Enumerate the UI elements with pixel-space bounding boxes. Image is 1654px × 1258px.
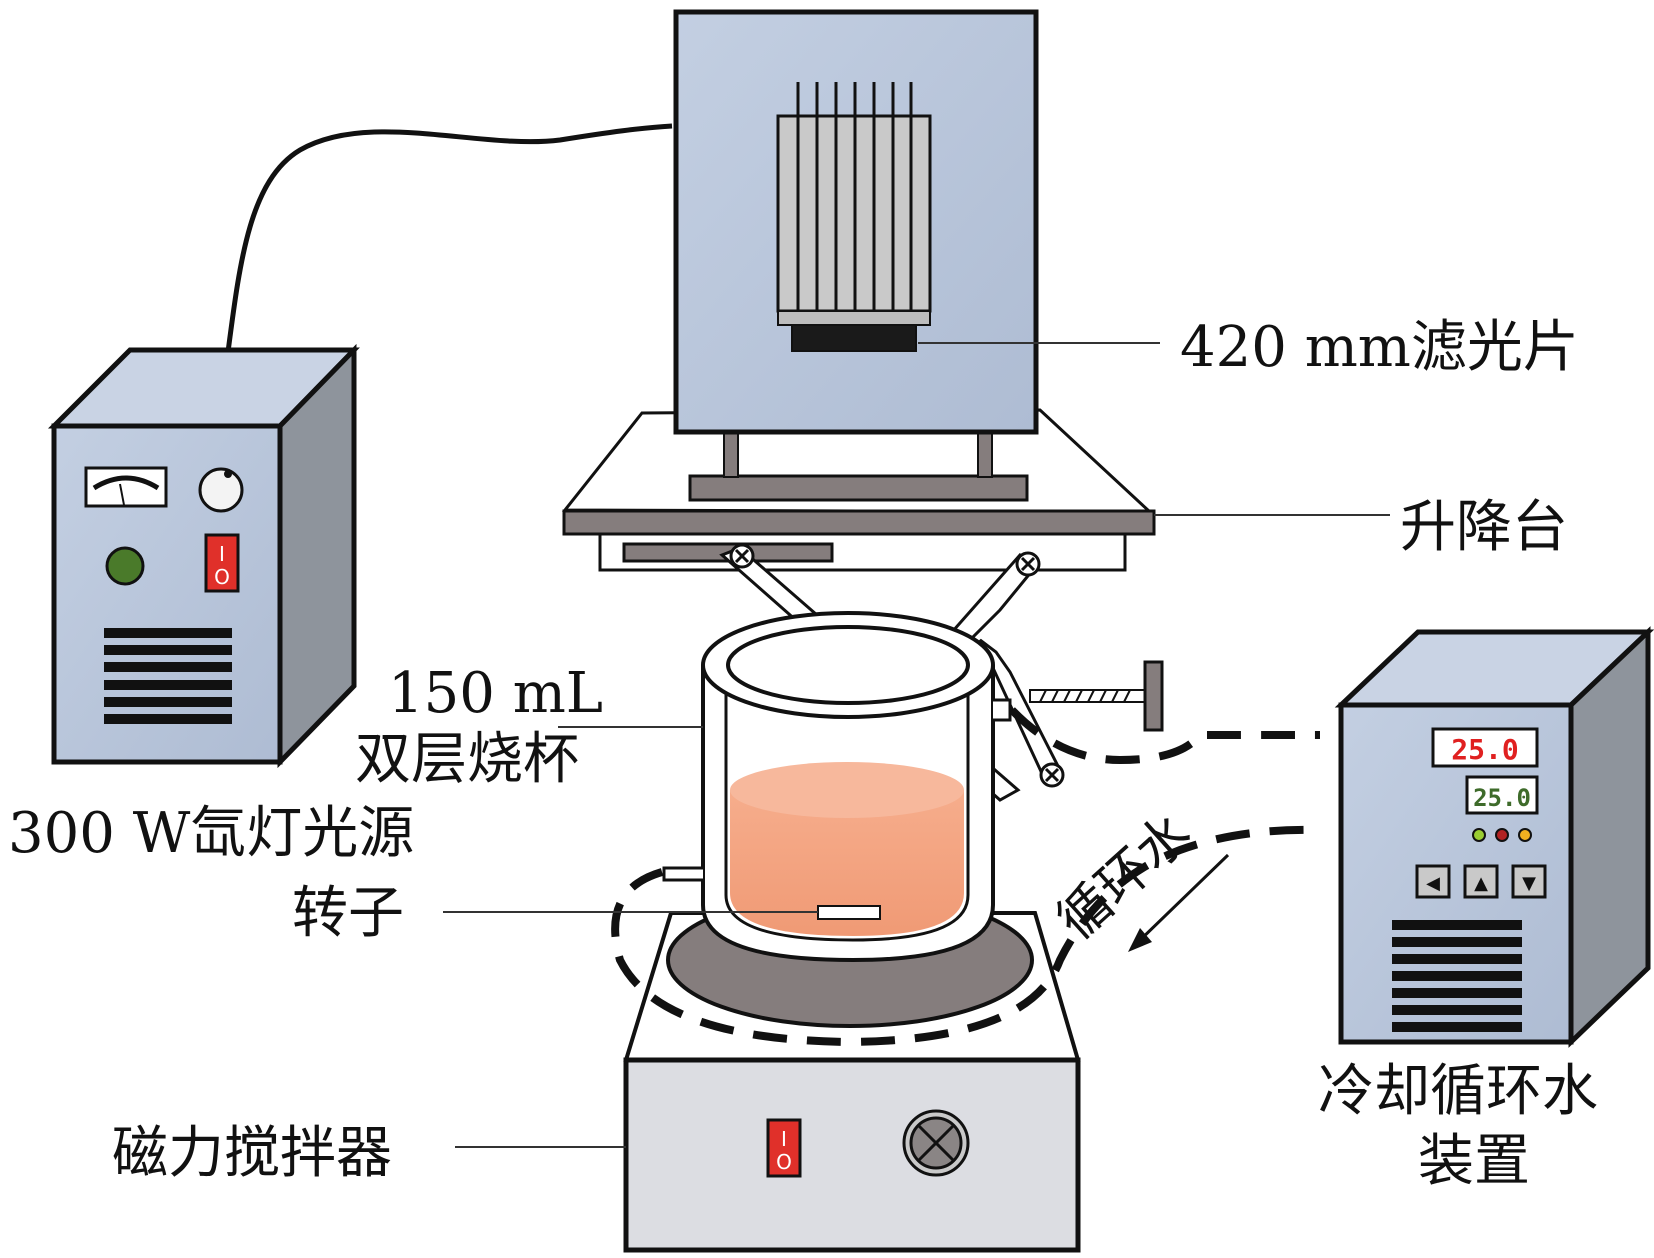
label-cooling-unit-line2: 装置 [1418, 1129, 1530, 1194]
actual-temperature-display [1465, 775, 1539, 815]
stirrer-switch-off-label: O [776, 1150, 792, 1174]
light-source-side [277, 343, 357, 769]
stir-bar [817, 905, 881, 920]
label-stirrer: 磁力搅拌器 [112, 1121, 392, 1186]
actual-temperature-value: 25.0 [1473, 784, 1531, 812]
cooling-vent-grille [1392, 920, 1522, 1032]
power-knob[interactable] [198, 467, 244, 513]
indicator-light-green [1472, 828, 1486, 842]
vent-grille [104, 628, 232, 724]
lift-table-plate [562, 509, 1156, 536]
power-switch[interactable] [204, 533, 240, 593]
xenon-light-source: I O [47, 343, 360, 769]
adjust-knob[interactable] [1143, 660, 1164, 732]
switch-on-label: I [219, 542, 225, 566]
stirrer-power-switch[interactable] [766, 1118, 802, 1178]
label-filter: 420 mm滤光片 [1180, 315, 1579, 380]
up-arrow-icon: ▲ [1474, 873, 1488, 894]
knob-cross-icon-2 [917, 1124, 955, 1162]
label-circulating-water: 循环水 [1047, 803, 1203, 952]
down-button[interactable] [1511, 864, 1547, 899]
down-arrow-icon: ▼ [1522, 873, 1536, 894]
beaker-inlet-nozzle [662, 866, 703, 882]
optical-filter [791, 324, 917, 352]
left-arrow-icon: ◀ [1426, 873, 1440, 894]
left-button[interactable] [1415, 864, 1451, 899]
label-stir-bar: 转子 [292, 881, 404, 946]
magnetic-stirrer: I O [623, 892, 1081, 1253]
leader-lines [443, 342, 1390, 1148]
stirrer-switch-on-label: I [781, 1127, 787, 1151]
label-lift-table: 升降台 [1400, 495, 1568, 560]
label-beaker-volume: 150 mL [388, 661, 603, 726]
label-cooling-unit-line1: 冷却循环水 [1318, 1059, 1598, 1124]
beaker-outlet-nozzle [993, 698, 1012, 722]
stirrer-body [623, 1057, 1081, 1253]
indicator-light [105, 546, 145, 586]
label-beaker-name: 双层烧杯 [355, 727, 579, 792]
lamp-stand-leg-left [723, 431, 739, 478]
lamp-stand-base [688, 474, 1029, 502]
lamp-stand-leg-right [977, 431, 993, 478]
set-temperature-value: 25.0 [1451, 733, 1518, 766]
label-light-source: 300 W氙灯光源 [8, 801, 414, 866]
cooling-unit-side [1568, 626, 1651, 1048]
beaker-rim-inner [726, 625, 970, 705]
meter-needle-icon [119, 483, 125, 506]
meter-scale-icon [92, 475, 160, 491]
power-cable [225, 123, 673, 353]
set-temperature-display [1431, 727, 1539, 768]
lamp-housing [673, 9, 1039, 502]
knob-marker-icon [224, 470, 232, 478]
indicator-light-red [1495, 828, 1509, 842]
screw-thread [1039, 689, 1131, 703]
lamp-ribs [796, 82, 913, 311]
flow-direction-arrow [1128, 853, 1230, 952]
double-layer-beaker [662, 611, 1012, 963]
cooling-water-unit: 25.0 25.0 ◀ ▲ ▼ [1334, 626, 1654, 1048]
up-button[interactable] [1463, 864, 1499, 899]
lamp-base-ring [777, 310, 931, 326]
water-tube-outlet [1009, 707, 1320, 765]
indicator-light-yellow [1518, 828, 1532, 842]
reaction-liquid [730, 790, 964, 936]
circulating-water-tubes [611, 707, 1321, 1047]
switch-off-label: O [214, 565, 230, 589]
water-tube-inlet [611, 825, 1321, 1047]
liquid-surface [730, 762, 964, 818]
